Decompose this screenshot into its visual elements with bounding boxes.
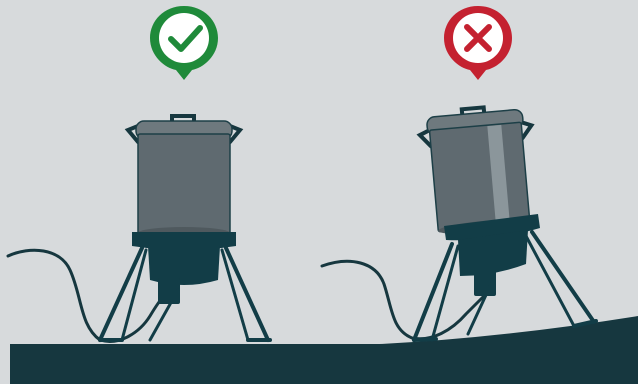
x-icon (464, 24, 492, 52)
incorrect-badge (444, 6, 512, 80)
scene-correct (6, 6, 272, 343)
check-icon (168, 25, 203, 52)
scene-incorrect (320, 6, 598, 342)
burner-stand (412, 214, 598, 342)
ground (10, 316, 638, 384)
burner-stand (98, 232, 272, 342)
fryer-pot (124, 114, 244, 239)
correct-badge (150, 6, 218, 80)
power-cord (320, 259, 486, 341)
